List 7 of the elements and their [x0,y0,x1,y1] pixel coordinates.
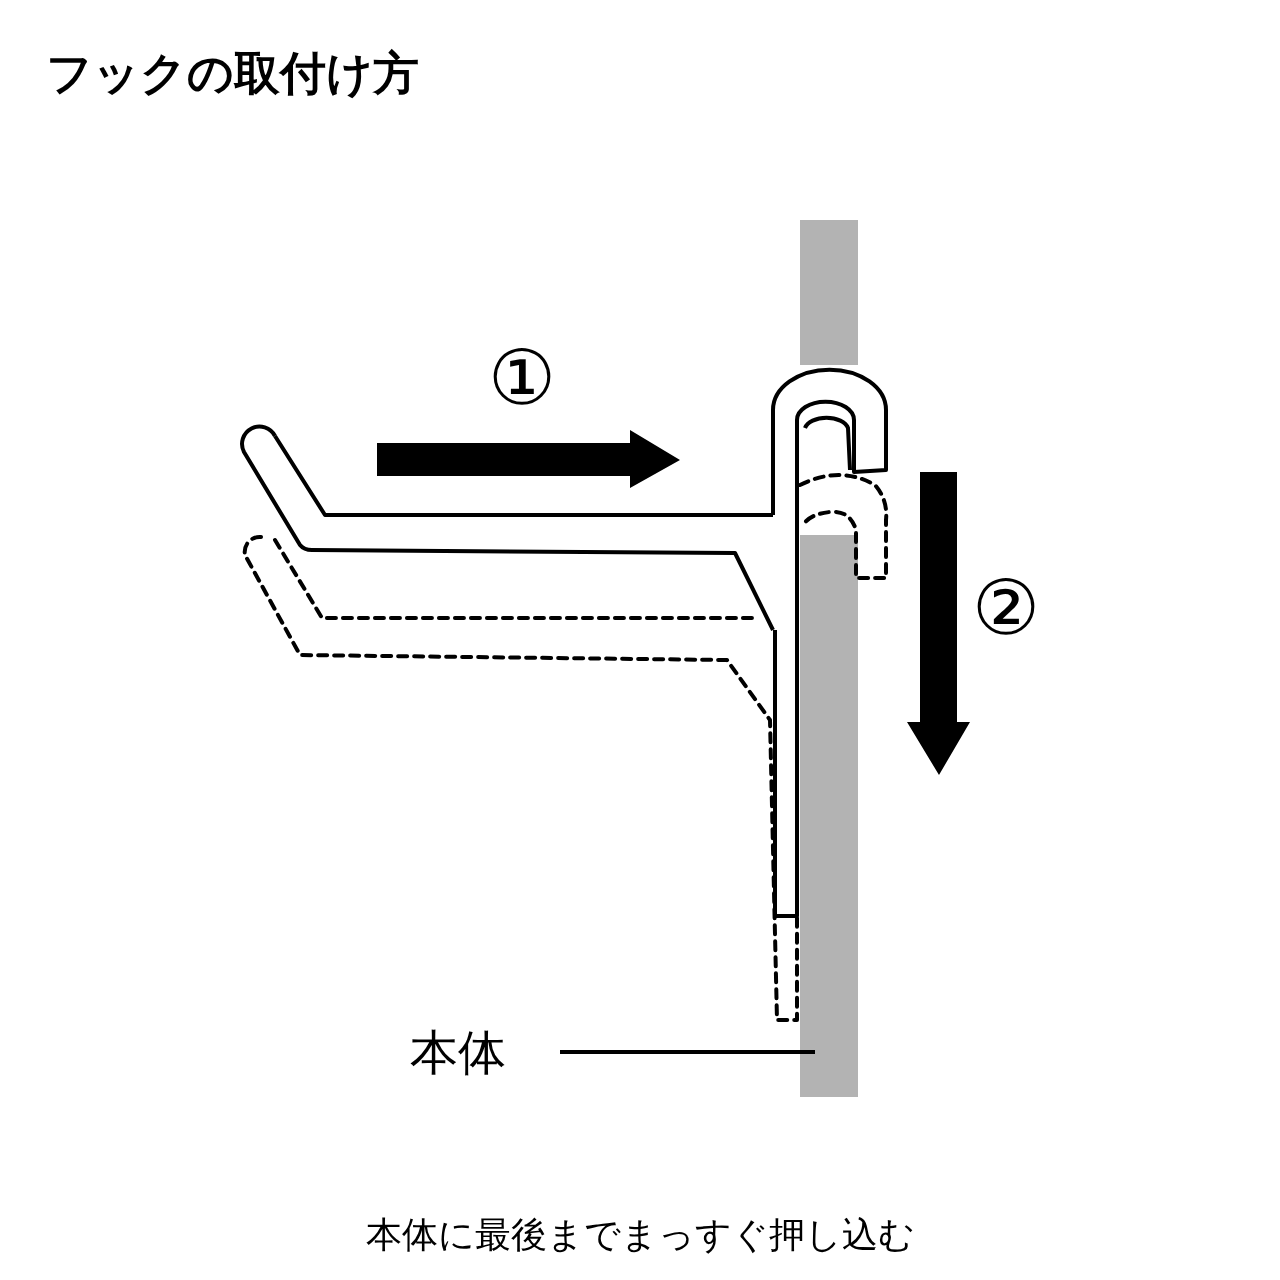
part-label: 本体 [410,1018,506,1086]
panel [800,535,858,1097]
step-number: ② [972,570,1041,646]
title: フックの取付け方 [46,50,419,96]
caption: 本体に最後までまっすぐ押し込む [364,1213,916,1257]
step-number: ① [488,340,557,416]
leader-line [560,1050,815,1054]
